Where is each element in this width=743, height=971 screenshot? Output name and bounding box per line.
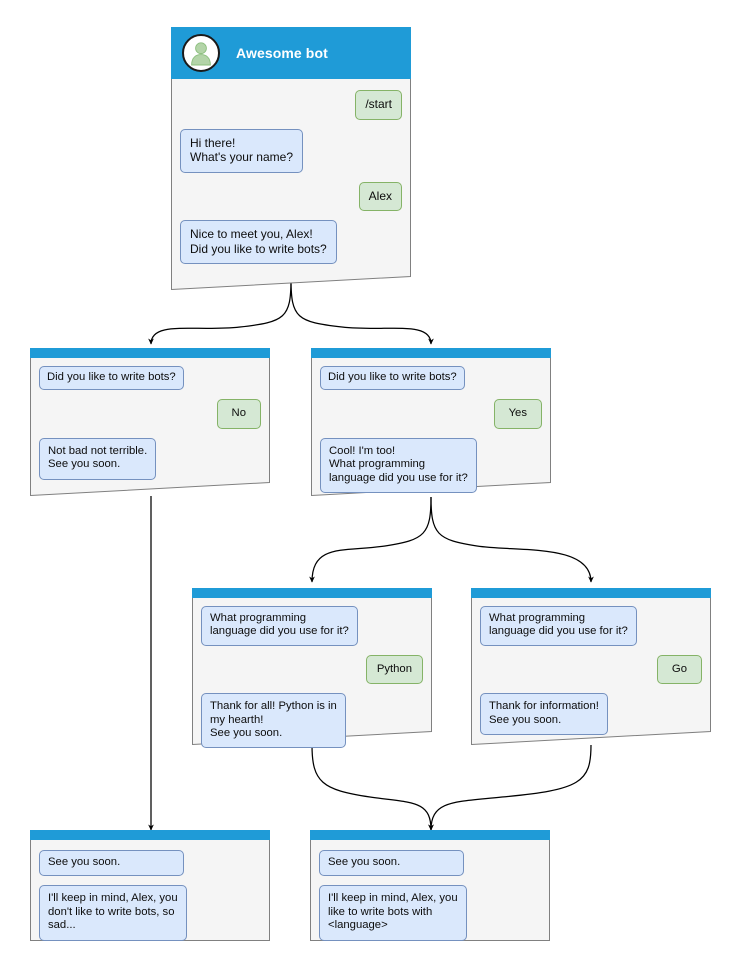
message-bubble-user[interactable]: Go <box>656 654 702 685</box>
message-bubble-bot[interactable]: Cool! I'm too! What programming language… <box>320 437 477 494</box>
message-row: Nice to meet you, Alex! Did you like to … <box>180 220 402 264</box>
bot-title: Awesome bot <box>236 45 328 61</box>
edge-python-to-end-happy <box>311 744 434 831</box>
message-list: What programming language did you use fo… <box>471 598 711 745</box>
message-bubble-user[interactable]: /start <box>355 90 402 120</box>
message-row: What programming language did you use fo… <box>480 606 702 646</box>
card-header-bar <box>471 588 711 598</box>
message-bubble-bot[interactable]: I'll keep in mind, Alex, you like to wri… <box>319 885 467 941</box>
message-row: I'll keep in mind, Alex, you don't like … <box>39 885 261 941</box>
message-bubble-bot[interactable]: I'll keep in mind, Alex, you don't like … <box>39 885 187 941</box>
message-bubble-bot[interactable]: See you soon. <box>319 850 464 877</box>
card-header: Awesome bot <box>171 27 411 79</box>
message-bubble-user[interactable]: Python <box>365 654 423 685</box>
card-python-branch[interactable]: What programming language did you use fo… <box>192 588 432 749</box>
card-no-branch[interactable]: Did you like to write bots? No Not bad n… <box>30 348 270 496</box>
message-list: See you soon. I'll keep in mind, Alex, y… <box>310 840 550 941</box>
message-bubble-bot[interactable]: Nice to meet you, Alex! Did you like to … <box>180 220 337 264</box>
message-list: See you soon. I'll keep in mind, Alex, y… <box>30 840 270 941</box>
message-list: What programming language did you use fo… <box>192 598 432 749</box>
card-header-bar <box>30 348 270 358</box>
message-row: Python <box>201 654 423 685</box>
card-yes-branch[interactable]: Did you like to write bots? Yes Cool! I'… <box>311 348 551 496</box>
message-row: Did you like to write bots? <box>320 366 542 391</box>
message-row: See you soon. <box>39 850 261 877</box>
card-header-bar <box>30 830 270 840</box>
message-row: Not bad not terrible. See you soon. <box>39 437 261 480</box>
message-bubble-bot[interactable]: What programming language did you use fo… <box>480 606 637 646</box>
message-row: What programming language did you use fo… <box>201 606 423 646</box>
card-header-bar <box>311 348 551 358</box>
message-bubble-bot[interactable]: Hi there! What's your name? <box>180 128 304 173</box>
card-end-happy[interactable]: See you soon. I'll keep in mind, Alex, y… <box>310 830 550 941</box>
card-end-sad[interactable]: See you soon. I'll keep in mind, Alex, y… <box>30 830 270 941</box>
message-list: Did you like to write bots? Yes Cool! I'… <box>311 358 551 496</box>
message-row: Hi there! What's your name? <box>180 128 402 173</box>
edge-yes-to-python <box>309 496 432 583</box>
message-list: Did you like to write bots? No Not bad n… <box>30 358 270 496</box>
message-row: Go <box>480 654 702 685</box>
message-row: No <box>39 399 261 429</box>
person-avatar-icon <box>182 34 220 72</box>
message-bubble-bot[interactable]: Thank for all! Python is in my hearth! S… <box>201 693 346 749</box>
message-bubble-bot[interactable]: See you soon. <box>39 850 184 877</box>
card-header-bar <box>192 588 432 598</box>
message-bubble-bot[interactable]: What programming language did you use fo… <box>201 606 358 646</box>
message-bubble-bot[interactable]: Thank for information! See you soon. <box>480 693 608 736</box>
message-bubble-bot[interactable]: Did you like to write bots? <box>39 366 184 391</box>
card-awesome-bot[interactable]: Awesome bot /start Hi there! What's your… <box>171 27 411 290</box>
message-list: /start Hi there! What's your name? Alex … <box>171 79 411 290</box>
message-bubble-bot[interactable]: Not bad not terrible. See you soon. <box>39 437 157 480</box>
message-bubble-user[interactable]: Yes <box>493 399 542 429</box>
card-header-bar <box>310 830 550 840</box>
message-row: Thank for information! See you soon. <box>480 693 702 736</box>
message-bubble-user[interactable]: No <box>216 399 261 429</box>
edge-go-to-end-happy <box>428 744 592 831</box>
message-bubble-user[interactable]: Alex <box>358 181 402 211</box>
message-row: Did you like to write bots? <box>39 366 261 391</box>
edge-yes-to-go <box>430 496 594 583</box>
message-row: I'll keep in mind, Alex, you like to wri… <box>319 885 541 941</box>
message-row: Yes <box>320 399 542 429</box>
message-row: Alex <box>180 181 402 211</box>
message-row: Thank for all! Python is in my hearth! S… <box>201 693 423 749</box>
message-row: See you soon. <box>319 850 541 877</box>
message-row: Cool! I'm too! What programming language… <box>320 437 542 494</box>
message-row: /start <box>180 90 402 120</box>
message-bubble-bot[interactable]: Did you like to write bots? <box>320 366 465 391</box>
card-go-branch[interactable]: What programming language did you use fo… <box>471 588 711 745</box>
